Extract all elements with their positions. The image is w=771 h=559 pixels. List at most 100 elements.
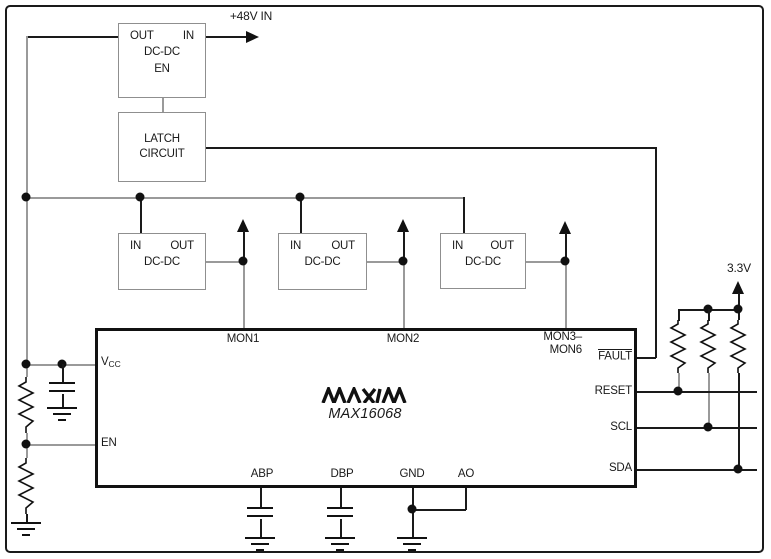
ic-pin-mon6: MON6 xyxy=(549,344,583,356)
wire xyxy=(708,309,710,321)
arrow-right-icon xyxy=(246,31,259,43)
junction-dot xyxy=(560,256,570,266)
arrow-up-icon xyxy=(559,221,571,234)
junction-dot xyxy=(295,192,305,202)
block-name: DC-DC xyxy=(143,256,181,268)
wire xyxy=(26,197,464,199)
wire xyxy=(26,36,28,377)
wire xyxy=(463,197,465,234)
ic-part-number: MAX16068 xyxy=(328,406,402,422)
resistor-icon xyxy=(729,320,747,373)
ic-pin-fault: FAULT xyxy=(582,348,632,362)
capacitor-icon xyxy=(327,507,353,517)
wire xyxy=(412,509,466,511)
wire xyxy=(260,488,262,507)
pin-label-in: IN xyxy=(182,30,194,42)
wire xyxy=(678,373,680,391)
fault-text: FAULT xyxy=(598,348,632,362)
wire xyxy=(678,309,680,321)
ic-pin-ao: AO xyxy=(457,468,475,480)
supply-3v3-label: 3.3V xyxy=(727,261,751,275)
ic-pin-mon3: MON3– xyxy=(543,331,582,343)
resistor-icon xyxy=(17,377,35,433)
resistor-icon xyxy=(699,320,717,373)
wire xyxy=(655,147,657,358)
resistor-icon xyxy=(669,320,687,373)
wire xyxy=(738,373,740,469)
ground-icon xyxy=(325,537,355,555)
arrow-up-icon xyxy=(732,281,744,294)
pin-label-out: OUT xyxy=(490,240,514,252)
wire xyxy=(340,488,342,507)
wire xyxy=(243,231,245,261)
junction-dot xyxy=(703,422,713,432)
wire xyxy=(526,261,565,263)
latch-label-line1: LATCH xyxy=(144,133,180,145)
wire xyxy=(465,488,467,510)
junction-dot xyxy=(135,192,145,202)
wire xyxy=(206,261,243,263)
junction-dot xyxy=(21,192,31,202)
junction-dot xyxy=(407,504,417,514)
max16068-ic xyxy=(95,328,637,488)
wire xyxy=(243,261,245,328)
wire xyxy=(637,357,656,359)
wire xyxy=(62,394,64,407)
wire xyxy=(26,444,95,446)
wire xyxy=(206,36,248,38)
junction-dot xyxy=(398,256,408,266)
capacitor-icon xyxy=(49,382,75,392)
wire xyxy=(565,233,567,261)
ground-icon xyxy=(47,407,77,425)
wire xyxy=(206,147,656,149)
wire xyxy=(367,261,403,263)
vcc-sub: CC xyxy=(108,359,121,369)
junction-dot xyxy=(21,359,31,369)
vcc-main: V xyxy=(101,356,109,368)
latch-circuit-block: LATCH CIRCUIT xyxy=(118,112,206,182)
junction-dot xyxy=(733,464,743,474)
wire xyxy=(62,364,64,382)
dcdc-converter-1: IN OUT DC-DC xyxy=(118,233,206,290)
wire xyxy=(140,197,142,234)
ic-pin-abp: ABP xyxy=(250,468,274,480)
wire xyxy=(637,427,757,429)
arrow-up-icon xyxy=(237,219,249,232)
wire xyxy=(708,373,710,427)
block-name: DC-DC xyxy=(464,256,502,268)
pin-label-en: EN xyxy=(154,63,170,75)
wire xyxy=(300,197,302,234)
ic-pin-mon1: MON1 xyxy=(226,333,260,345)
wire xyxy=(26,514,28,522)
ic-pin-reset: RESET xyxy=(594,385,633,397)
ground-icon xyxy=(397,537,427,555)
ic-pin-gnd: GND xyxy=(399,468,425,480)
schematic-border xyxy=(5,5,764,553)
pin-label-in: IN xyxy=(130,240,142,252)
resistor-icon xyxy=(17,458,35,514)
ground-icon xyxy=(245,537,275,555)
wire xyxy=(403,261,405,328)
pin-label-in: IN xyxy=(452,240,464,252)
block-name: DC-DC xyxy=(304,256,341,268)
ic-pin-sda: SDA xyxy=(608,462,632,474)
ic-pin-vcc: VCC xyxy=(101,356,121,369)
junction-dot xyxy=(673,386,683,396)
wire xyxy=(26,36,118,38)
pin-label-out: OUT xyxy=(331,240,355,252)
latch-label-line2: CIRCUIT xyxy=(139,148,185,160)
junction-dot xyxy=(733,304,743,314)
pin-label-out: OUT xyxy=(170,240,194,252)
ic-pin-dbp: DBP xyxy=(330,468,354,480)
wire xyxy=(565,261,567,328)
capacitor-icon xyxy=(247,507,273,517)
wire xyxy=(340,519,342,537)
block-name: DC-DC xyxy=(143,46,181,58)
arrow-up-icon xyxy=(397,219,409,232)
junction-dot xyxy=(21,439,31,449)
pin-label-in: IN xyxy=(290,240,302,252)
ic-pin-en: EN xyxy=(101,437,117,449)
wire xyxy=(260,519,262,537)
junction-dot xyxy=(238,256,248,266)
